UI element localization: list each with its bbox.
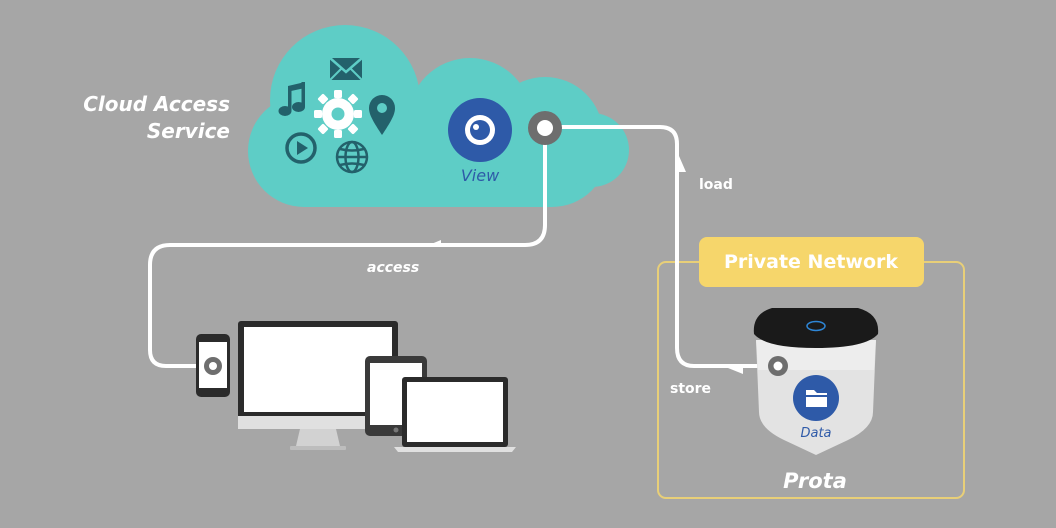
mail-icon	[329, 57, 363, 81]
cloud-title-line2: Service	[147, 119, 230, 143]
prota-label: Prota	[783, 469, 847, 493]
connector-arrows	[424, 156, 743, 374]
smartphone	[196, 334, 230, 397]
connector-lines	[148, 125, 780, 368]
load-store-connector	[543, 125, 780, 368]
cloud-shape	[248, 25, 629, 207]
eye-icon	[448, 98, 512, 162]
gear-icon	[314, 90, 362, 138]
access-label: access	[367, 260, 419, 276]
store-label: store	[670, 381, 711, 397]
data-label: Data	[800, 426, 831, 441]
music-note-icon	[278, 82, 305, 116]
location-pin-icon	[369, 95, 395, 135]
access-connector	[148, 133, 547, 368]
private-network-label: Private Network	[724, 251, 898, 273]
folder-icon	[806, 390, 827, 407]
prota-device: Data	[753, 308, 879, 455]
view-label: View	[461, 166, 500, 185]
load-label: load	[699, 177, 733, 193]
globe-icon	[335, 140, 369, 174]
private-network-badge: Private Network	[699, 237, 924, 287]
cloud-title-line1: Cloud Access	[83, 92, 230, 116]
cloud-connector-ring	[528, 111, 562, 145]
laptop	[394, 377, 516, 452]
play-icon	[285, 132, 317, 164]
